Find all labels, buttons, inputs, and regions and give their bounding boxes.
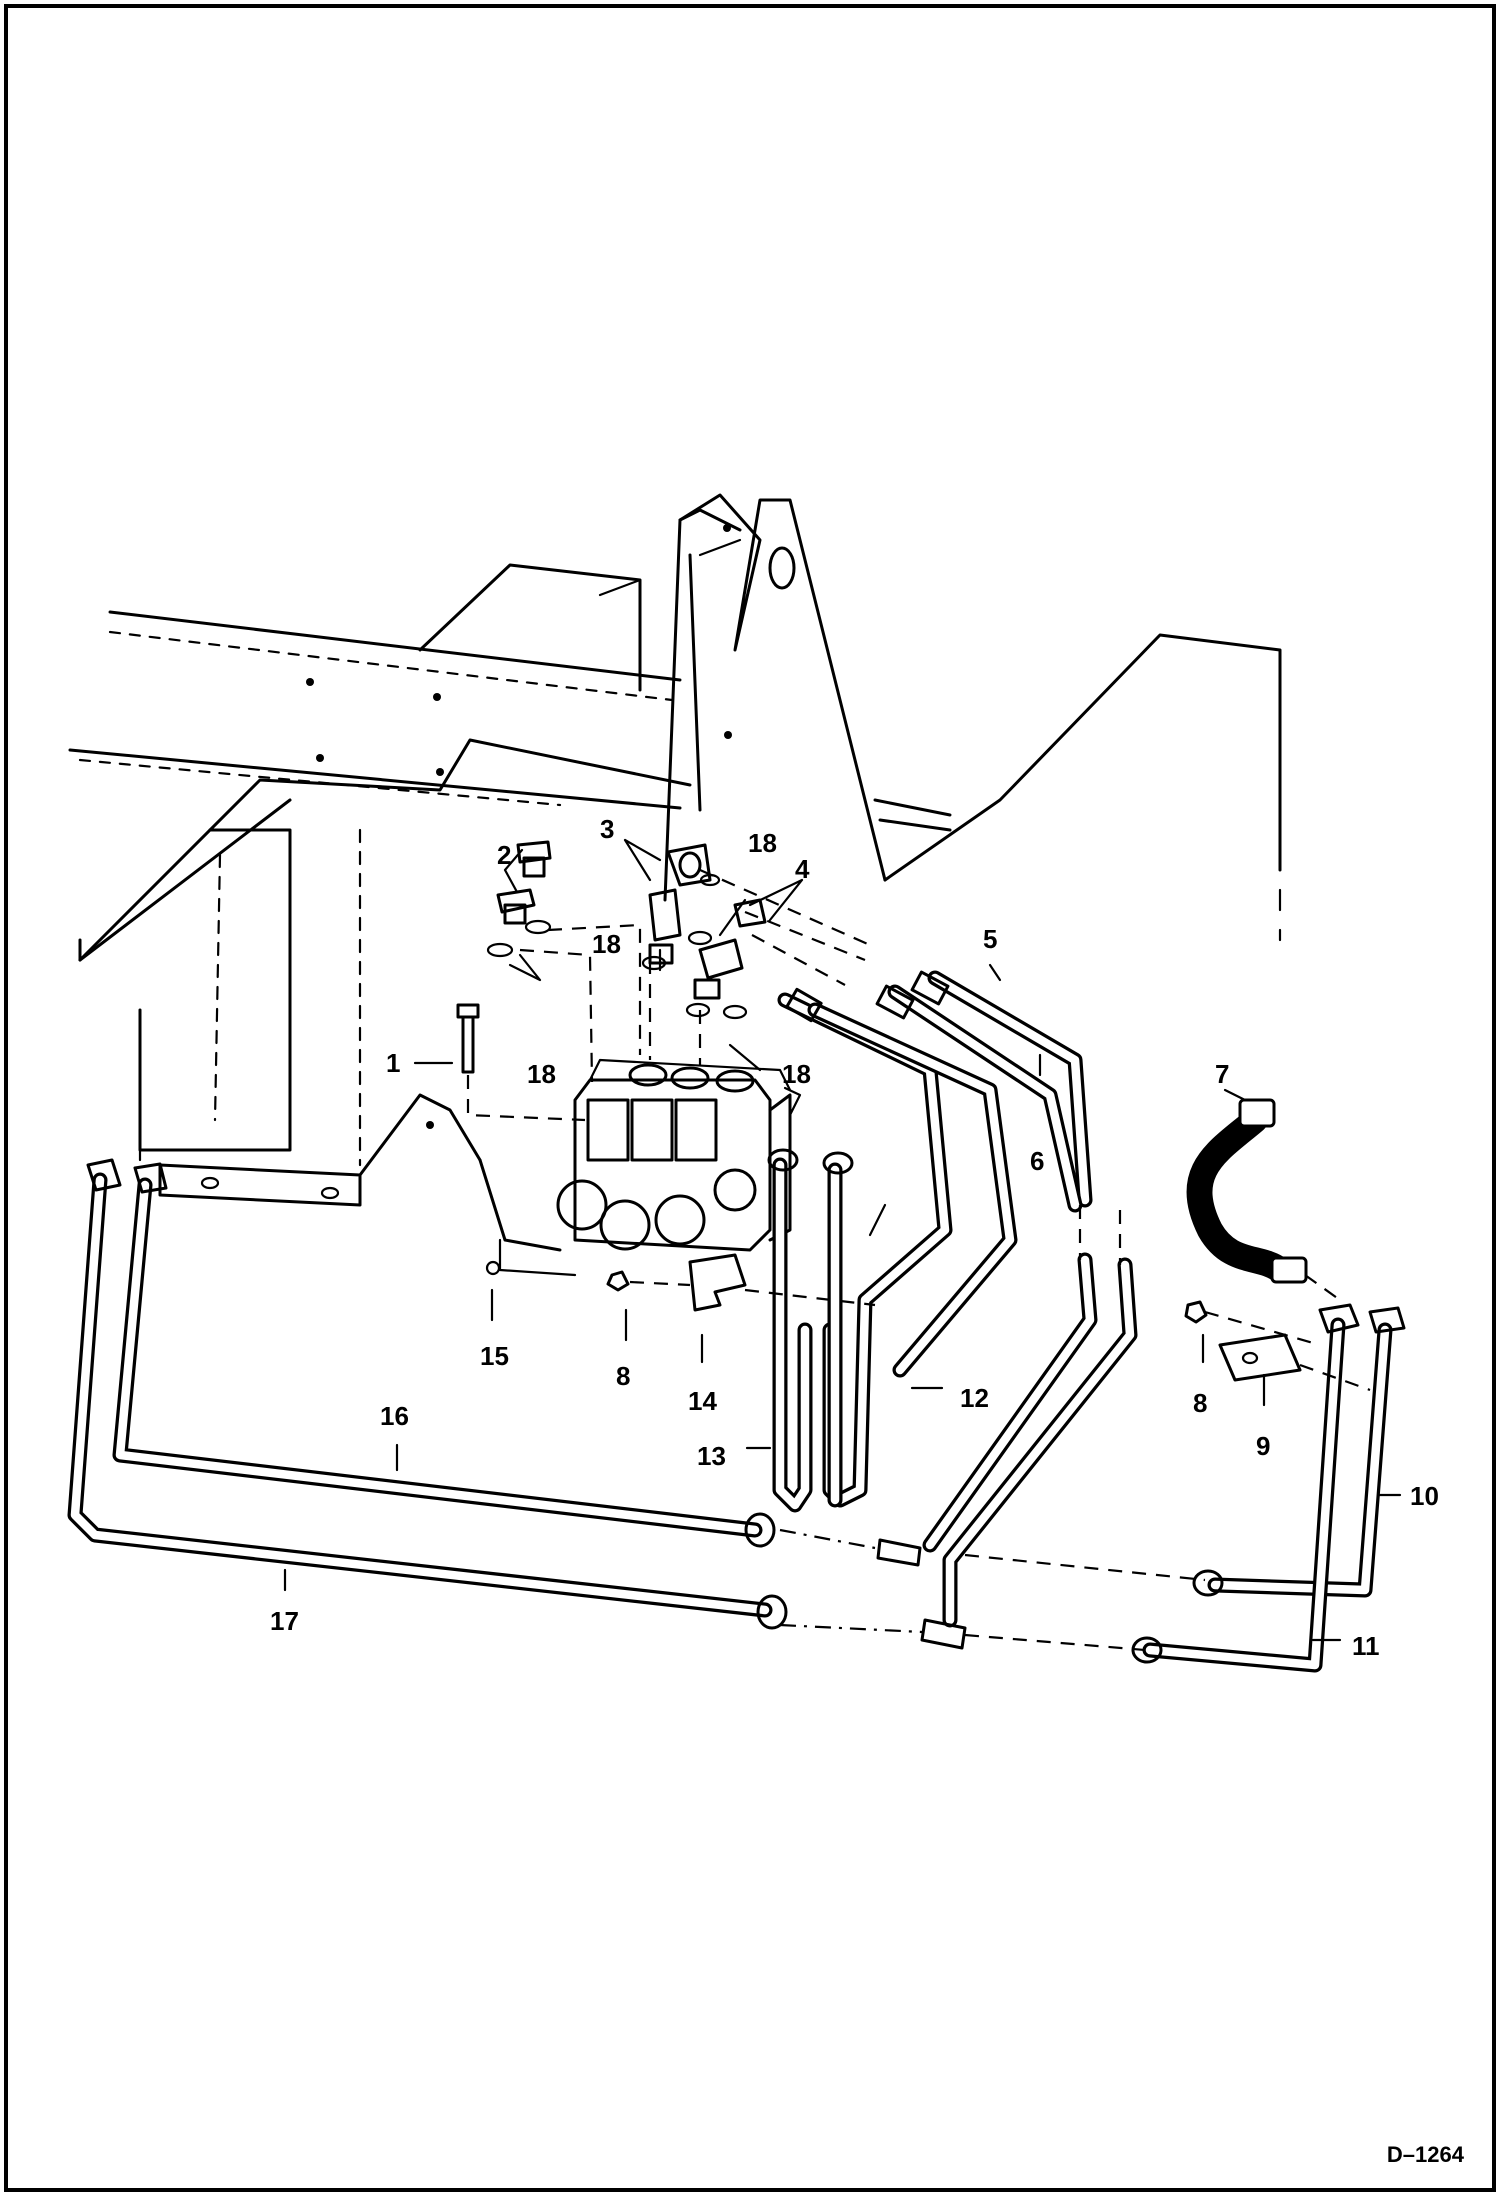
callout-18d: 18 <box>782 1059 811 1089</box>
bolt <box>456 1003 586 1122</box>
callout-4: 4 <box>795 854 810 884</box>
control-valve <box>498 1058 802 1277</box>
callout-3: 3 <box>600 814 614 844</box>
callout-10: 10 <box>1410 1481 1439 1511</box>
nut <box>606 1270 630 1292</box>
callout-12: 12 <box>960 1383 989 1413</box>
callout-18a: 18 <box>748 828 777 858</box>
callout-6: 6 <box>1030 1146 1044 1176</box>
callout-1: 1 <box>386 1048 400 1078</box>
callout-7: 7 <box>1215 1059 1229 1089</box>
drawing-id: D–1264 <box>1386 2142 1464 2167</box>
callout-11: 11 <box>1352 1631 1380 1661</box>
tube-group-10-11 <box>1131 1300 1406 1673</box>
callout-8b: 8 <box>1193 1388 1207 1418</box>
callout-17: 17 <box>270 1606 299 1636</box>
callout-8a: 8 <box>616 1361 630 1391</box>
small-parts <box>485 1253 876 1312</box>
callout-9: 9 <box>1256 1431 1270 1461</box>
callout-18b: 18 <box>592 929 621 959</box>
callout-18c: 18 <box>527 1059 556 1089</box>
tube-group-16-17 <box>67 1158 788 1630</box>
fittings-group <box>486 840 871 1083</box>
callout-2: 2 <box>497 840 511 870</box>
callout-15: 15 <box>480 1341 509 1371</box>
tube-group-5-6 <box>779 970 1206 1652</box>
machine-frame <box>68 493 1282 1252</box>
clip <box>688 1253 747 1312</box>
callout-labels: 1 2 3 4 5 6 7 8 8 9 10 11 12 13 14 15 16… <box>270 814 1439 1661</box>
callout-14: 14 <box>688 1386 717 1416</box>
hose <box>1186 1098 1341 1301</box>
callout-5: 5 <box>983 924 997 954</box>
page-frame <box>4 4 1496 2192</box>
callout-13: 13 <box>697 1441 726 1471</box>
callout-16: 16 <box>380 1401 409 1431</box>
tube-group-12-13 <box>767 987 1018 1513</box>
leader-lines <box>283 838 1402 1642</box>
